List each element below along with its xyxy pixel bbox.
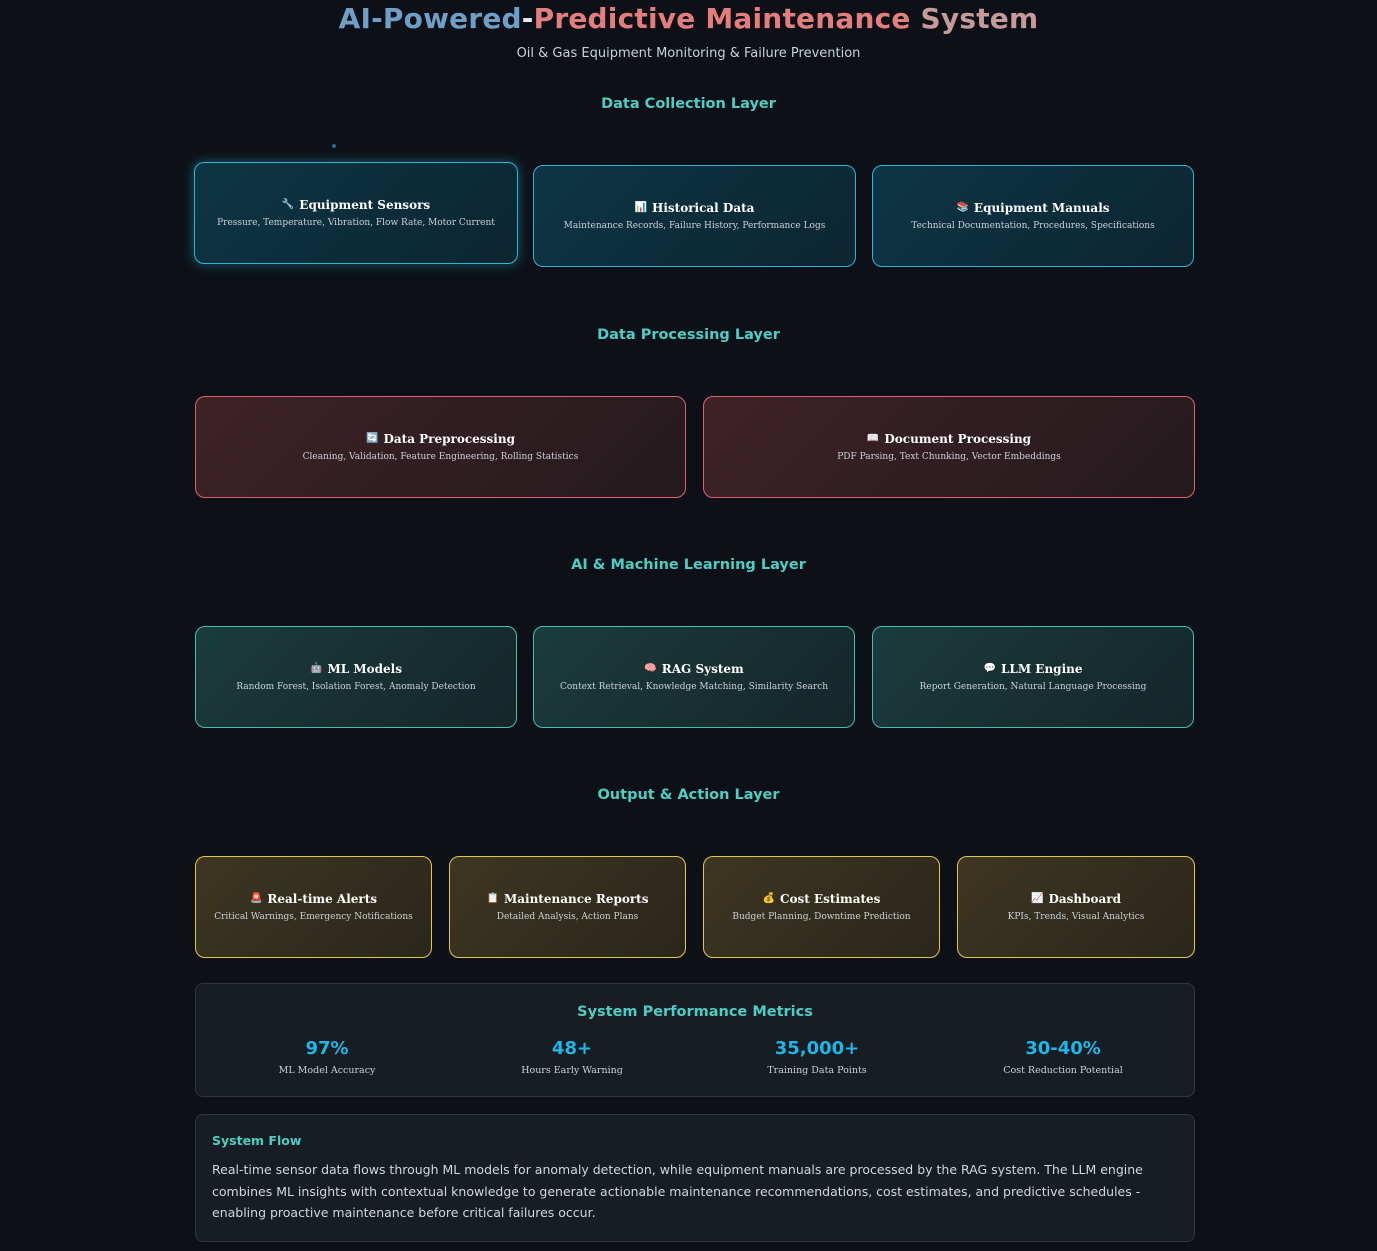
card-ml-models[interactable]: 🤖 ML Models Random Forest, Isolation Fore… — [195, 626, 517, 728]
card-description: Context Retrieval, Knowledge Matching, S… — [559, 682, 829, 692]
robot-icon: 🤖 — [310, 663, 323, 674]
card-title: Equipment Manuals — [973, 201, 1110, 215]
card-title: Data Preprocessing — [383, 432, 515, 446]
card-maintenance-reports[interactable]: 📋 Maintenance Reports Detailed Analysis, … — [449, 856, 686, 958]
siren-icon: 🚨 — [249, 893, 263, 904]
metric-early-warning: 48+ Hours Early Warning — [449, 1038, 695, 1076]
money-bag-icon: 💰 — [762, 893, 775, 904]
system-flow-panel: System Flow Real-time sensor data flows … — [195, 1114, 1195, 1242]
card-description: KPIs, Trends, Visual Analytics — [1007, 912, 1145, 922]
card-description: PDF Parsing, Text Chunking, Vector Embed… — [837, 452, 1061, 462]
card-title: Equipment Sensors — [299, 198, 431, 212]
card-title: RAG System — [661, 662, 744, 676]
metric-cost-reduction: 30-40% Cost Reduction Potential — [940, 1038, 1186, 1076]
card-historical-data[interactable]: 📊 Historical Data Maintenance Records, Fa… — [533, 165, 856, 267]
card-equipment-manuals[interactable]: 📚 Equipment Manuals Technical Documentati… — [872, 165, 1194, 267]
card-description: Critical Warnings, Emergency Notificatio… — [214, 912, 413, 922]
card-real-time-alerts[interactable]: 🚨 Real-time Alerts Critical Warnings, Eme… — [195, 856, 432, 958]
card-cost-estimates[interactable]: 💰 Cost Estimates Budget Planning, Downtim… — [703, 856, 940, 958]
page-title: AI-Powered-Predictive Maintenance System — [338, 2, 1039, 35]
wrench-icon: 🔧 — [281, 199, 295, 210]
card-title: Maintenance Reports — [503, 892, 649, 906]
metrics-title: System Performance Metrics — [577, 1004, 813, 1020]
card-description: Random Forest, Isolation Forest, Anomaly… — [236, 682, 476, 692]
bar-chart-icon: 📊 — [634, 202, 648, 213]
card-description: Detailed Analysis, Action Plans — [496, 912, 639, 922]
layer-title-data-processing: Data Processing Layer — [597, 327, 780, 343]
metric-training-data: 35,000+ Training Data Points — [694, 1038, 940, 1076]
card-description: Budget Planning, Downtime Prediction — [732, 912, 911, 922]
performance-metrics-panel: System Performance Metrics 97% ML Model … — [195, 983, 1195, 1097]
metric-label: Training Data Points — [767, 1065, 867, 1076]
card-description: Technical Documentation, Procedures, Spe… — [911, 221, 1155, 231]
layer-title-data-collection: Data Collection Layer — [601, 96, 776, 112]
card-description: Report Generation, Natural Language Proc… — [919, 682, 1147, 692]
card-rag-system[interactable]: 🧠 RAG System Context Retrieval, Knowledge… — [533, 626, 855, 728]
metric-label: Hours Early Warning — [521, 1065, 623, 1076]
card-dashboard[interactable]: 📈 Dashboard KPIs, Trends, Visual Analytic… — [957, 856, 1195, 958]
layer-title-output-action: Output & Action Layer — [597, 787, 780, 803]
metric-label: Cost Reduction Potential — [1003, 1065, 1123, 1076]
card-document-processing[interactable]: 📖 Document Processing PDF Parsing, Text C… — [703, 396, 1195, 498]
metric-value: 35,000+ — [774, 1038, 860, 1059]
trend-chart-icon: 📈 — [1031, 893, 1044, 904]
card-description: Pressure, Temperature, Vibration, Flow R… — [217, 218, 495, 228]
brain-icon: 🧠 — [644, 663, 657, 674]
card-title: Cost Estimates — [780, 892, 881, 906]
metric-value: 30-40% — [1025, 1038, 1101, 1059]
card-description: Maintenance Records, Failure History, Pe… — [563, 221, 826, 231]
books-icon: 📚 — [956, 202, 969, 213]
decorative-dot — [332, 144, 336, 148]
system-flow-title: System Flow — [212, 1133, 302, 1148]
page-subtitle: Oil & Gas Equipment Monitoring & Failure… — [516, 46, 861, 61]
card-description: Cleaning, Validation, Feature Engineerin… — [302, 452, 579, 462]
card-title: Historical Data — [652, 201, 755, 215]
card-data-preprocessing[interactable]: 🔄 Data Preprocessing Cleaning, Validation… — [195, 396, 686, 498]
card-title: Document Processing — [884, 432, 1032, 446]
open-book-icon: 📖 — [866, 433, 880, 444]
clipboard-icon: 📋 — [486, 893, 499, 904]
system-flow-description: Real-time sensor data flows through ML m… — [212, 1162, 1143, 1220]
card-title: Real-time Alerts — [267, 892, 378, 906]
speech-bubble-icon: 💬 — [983, 663, 996, 674]
metric-value: 97% — [305, 1038, 349, 1059]
title-part-3: System — [920, 2, 1039, 35]
layer-title-ai-ml: AI & Machine Learning Layer — [571, 557, 806, 573]
card-equipment-sensors[interactable]: 🔧 Equipment Sensors Pressure, Temperature… — [194, 162, 518, 264]
refresh-icon: 🔄 — [366, 433, 379, 444]
metric-label: ML Model Accuracy — [278, 1065, 376, 1076]
card-llm-engine[interactable]: 💬 LLM Engine Report Generation, Natural L… — [872, 626, 1194, 728]
title-part-1: AI-Powered — [338, 2, 522, 35]
card-title: LLM Engine — [1000, 662, 1083, 676]
metric-ml-accuracy: 97% ML Model Accuracy — [204, 1038, 450, 1076]
metric-value: 48+ — [551, 1038, 593, 1059]
title-part-2: Predictive Maintenance — [533, 2, 911, 35]
card-title: Dashboard — [1048, 892, 1121, 906]
card-title: ML Models — [327, 662, 402, 676]
